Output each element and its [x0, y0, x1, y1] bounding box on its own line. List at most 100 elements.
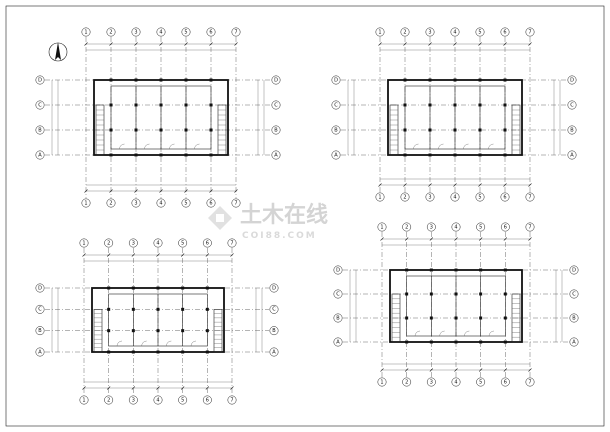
axis-bubble-right-A: A	[569, 337, 579, 347]
axis-bubble-left-C: C	[35, 100, 45, 110]
axis-bubble-top-7: 7	[525, 27, 535, 37]
axis-bubble-left-B: B	[35, 125, 45, 135]
axis-bubble-bottom-5-label: 5	[478, 194, 481, 200]
axis-bubble-left-A-label: A	[38, 349, 42, 355]
axis-bubble-bottom-1-label: 1	[378, 194, 381, 200]
axis-bubble-left-D-label: D	[336, 267, 340, 273]
watermark-logo-icon	[208, 206, 232, 230]
axis-bubble-left-A: A	[331, 150, 341, 160]
axis-bubble-top-7: 7	[525, 222, 535, 232]
axis-bubble-top-5: 5	[476, 222, 486, 232]
axis-bubble-bottom-2: 2	[106, 198, 116, 208]
axis-bubble-bottom-1-label: 1	[82, 397, 85, 403]
north-arrow-icon	[48, 42, 68, 62]
axis-bubble-right-B-label: B	[572, 315, 576, 321]
axis-bubble-bottom-5: 5	[178, 395, 188, 405]
axis-bubble-right-D: D	[567, 75, 577, 85]
axis-bubble-bottom-2-label: 2	[107, 397, 110, 403]
axis-bubble-left-A-label: A	[38, 152, 42, 158]
axis-bubble-top-3: 3	[426, 222, 436, 232]
axis-bubble-top-1: 1	[375, 27, 385, 37]
axis-bubble-top-4: 4	[153, 238, 163, 248]
axis-bubble-right-D: D	[269, 283, 279, 293]
axis-bubble-top-5-label: 5	[181, 240, 184, 246]
axis-bubble-right-A-label: A	[272, 349, 276, 355]
axis-bubble-bottom-7: 7	[227, 395, 237, 405]
axis-bubble-right-C: C	[271, 100, 281, 110]
axis-bubble-top-2-label: 2	[405, 224, 408, 230]
axis-bubble-bottom-2-label: 2	[109, 200, 112, 206]
axis-bubble-bottom-1-label: 1	[84, 200, 87, 206]
axis-bubble-left-A: A	[35, 150, 45, 160]
axis-bubble-bottom-2: 2	[400, 192, 410, 202]
axis-bubble-top-4-label: 4	[156, 240, 159, 246]
axis-bubble-bottom-1: 1	[377, 377, 387, 387]
axis-bubble-right-B: B	[269, 326, 279, 336]
axis-bubble-top-6-label: 6	[503, 29, 506, 35]
axis-bubble-top-3-label: 3	[134, 29, 137, 35]
axis-bubble-bottom-7-label: 7	[528, 379, 531, 385]
axis-bubble-top-7-label: 7	[230, 240, 233, 246]
axis-bubble-top-6-label: 6	[206, 240, 209, 246]
axis-bubble-top-1-label: 1	[84, 29, 87, 35]
axis-bubble-bottom-4: 4	[156, 198, 166, 208]
axis-bubble-left-A-label: A	[336, 339, 340, 345]
axis-bubble-left-B-label: B	[38, 127, 42, 133]
axis-bubble-bottom-4: 4	[153, 395, 163, 405]
axis-bubble-top-2-label: 2	[107, 240, 110, 246]
axis-bubble-bottom-3-label: 3	[132, 397, 135, 403]
axis-bubble-left-B: B	[331, 125, 341, 135]
axis-bubble-top-5-label: 5	[479, 224, 482, 230]
axis-bubble-right-D-label: D	[570, 77, 574, 83]
axis-bubble-left-C-label: C	[334, 102, 338, 108]
axis-bubble-top-7-label: 7	[528, 29, 531, 35]
axis-bubble-left-A-label: A	[334, 152, 338, 158]
axis-bubble-left-A: A	[35, 347, 45, 357]
axis-bubble-bottom-1: 1	[81, 198, 91, 208]
axis-bubble-bottom-6-label: 6	[209, 200, 212, 206]
axis-bubble-top-4-label: 4	[454, 224, 457, 230]
axis-bubble-right-A: A	[271, 150, 281, 160]
axis-bubble-bottom-6: 6	[500, 192, 510, 202]
axis-bubble-left-C-label: C	[38, 307, 42, 313]
axis-bubble-right-C: C	[269, 304, 279, 314]
axis-bubble-top-6-label: 6	[209, 29, 212, 35]
axis-bubble-top-3-label: 3	[428, 29, 431, 35]
axis-bubble-right-B-label: B	[570, 127, 574, 133]
sheet-border	[5, 5, 605, 427]
axis-bubble-left-C: C	[331, 100, 341, 110]
axis-bubble-bottom-2: 2	[104, 395, 114, 405]
axis-bubble-top-5-label: 5	[184, 29, 187, 35]
axis-bubble-top-2: 2	[106, 27, 116, 37]
axis-bubble-bottom-7-label: 7	[230, 397, 233, 403]
axis-bubble-left-D: D	[331, 75, 341, 85]
axis-bubble-top-3-label: 3	[132, 240, 135, 246]
axis-bubble-bottom-4-label: 4	[454, 379, 457, 385]
axis-bubble-right-B-label: B	[274, 127, 278, 133]
axis-bubble-top-6-label: 6	[504, 224, 507, 230]
axis-bubble-left-D-label: D	[334, 77, 338, 83]
axis-bubble-right-D-label: D	[272, 285, 276, 291]
axis-bubble-bottom-3-label: 3	[430, 379, 433, 385]
axis-bubble-bottom-7-label: 7	[528, 194, 531, 200]
axis-bubble-bottom-7: 7	[525, 192, 535, 202]
axis-bubble-bottom-6-label: 6	[206, 397, 209, 403]
axis-bubble-right-D-label: D	[572, 267, 576, 273]
axis-bubble-top-1: 1	[79, 238, 89, 248]
axis-bubble-top-5: 5	[178, 238, 188, 248]
axis-bubble-bottom-5: 5	[475, 192, 485, 202]
axis-bubble-bottom-6: 6	[500, 377, 510, 387]
axis-bubble-bottom-6: 6	[206, 198, 216, 208]
axis-bubble-top-1: 1	[377, 222, 387, 232]
axis-bubble-bottom-7: 7	[525, 377, 535, 387]
axis-bubble-bottom-1-label: 1	[380, 379, 383, 385]
axis-bubble-top-7-label: 7	[234, 29, 237, 35]
axis-bubble-left-C: C	[35, 304, 45, 314]
axis-bubble-top-1: 1	[81, 27, 91, 37]
axis-bubble-right-C-label: C	[274, 102, 278, 108]
axis-bubble-top-3: 3	[128, 238, 138, 248]
axis-bubble-bottom-5: 5	[181, 198, 191, 208]
